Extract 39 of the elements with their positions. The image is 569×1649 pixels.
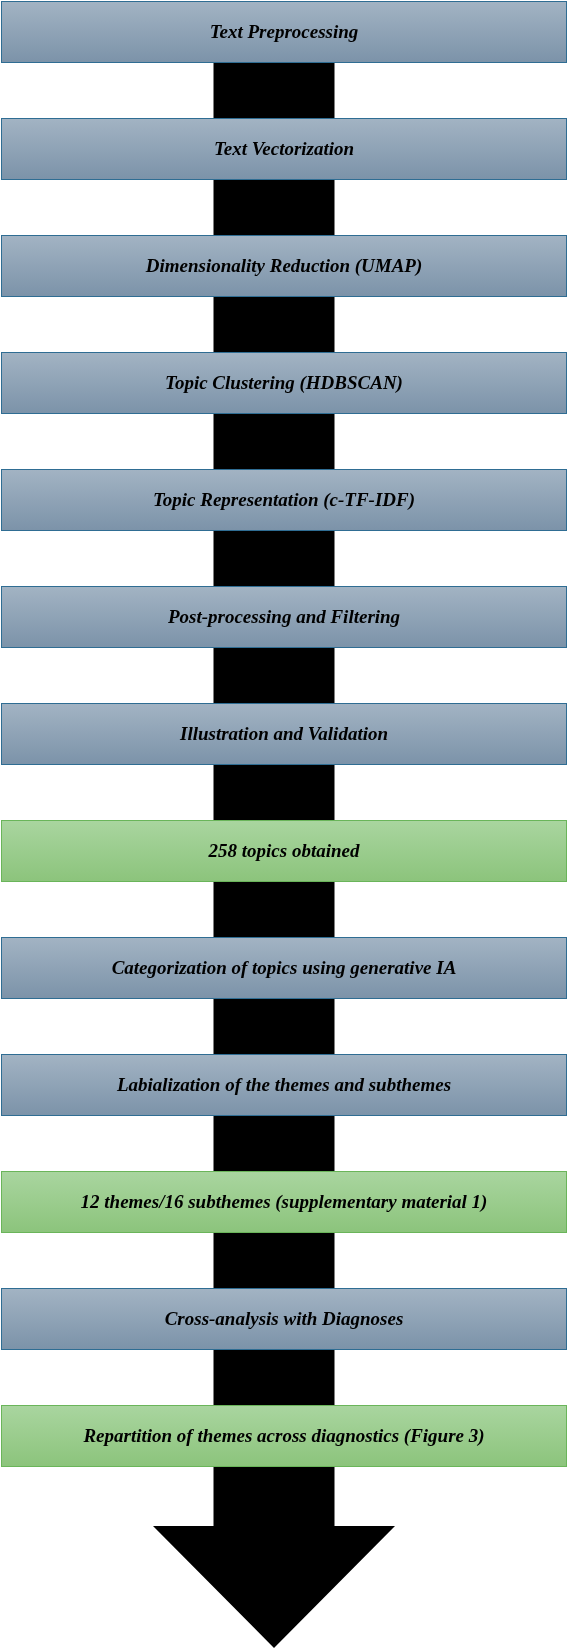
connector-bar bbox=[213, 297, 335, 352]
process-box bbox=[1, 1054, 567, 1116]
connector-bar bbox=[213, 1233, 335, 1288]
step-label: 258 topics obtained bbox=[207, 840, 361, 862]
process-box bbox=[1, 586, 567, 648]
step-label: Text Preprocessing bbox=[208, 21, 360, 43]
process-box bbox=[1, 118, 567, 180]
step-label: Illustration and Validation bbox=[179, 723, 389, 745]
process-box bbox=[1, 937, 567, 999]
process-box bbox=[1, 469, 567, 531]
step-label: Topic Clustering (HDBSCAN) bbox=[164, 372, 404, 394]
arrow bbox=[153, 1467, 395, 1648]
process-box bbox=[1, 703, 567, 765]
result-box bbox=[1, 820, 567, 882]
step-label: Text Vectorization bbox=[212, 138, 356, 160]
step-label: Repartition of themes across diagnostics (Figure 3) bbox=[82, 1425, 486, 1447]
process-box bbox=[1, 235, 567, 297]
step-label: Dimensionality Reduction (UMAP) bbox=[144, 255, 424, 277]
step-label: Cross-analysis with Diagnoses bbox=[163, 1308, 405, 1330]
step-label: Topic Representation (c-TF-IDF) bbox=[151, 489, 417, 511]
connector-bar bbox=[213, 765, 335, 820]
connector-bar bbox=[213, 648, 335, 703]
step-label: Labialization of the themes and subthemes bbox=[115, 1074, 453, 1096]
connector-bar bbox=[213, 882, 335, 937]
step-label: Categorization of topics using generative IA bbox=[110, 957, 458, 979]
connector-bar bbox=[213, 63, 335, 118]
step-label: Post-processing and Filtering bbox=[166, 606, 402, 628]
connector-bar bbox=[213, 180, 335, 235]
result-box bbox=[1, 1405, 567, 1467]
connector-bar bbox=[213, 414, 335, 469]
process-box bbox=[1, 1, 567, 63]
connector-bar bbox=[213, 1116, 335, 1171]
connector-bar bbox=[213, 531, 335, 586]
result-box bbox=[1, 1171, 567, 1233]
connector-bar bbox=[213, 1350, 335, 1405]
connector-bar bbox=[213, 999, 335, 1054]
process-box bbox=[1, 1288, 567, 1350]
process-box bbox=[1, 352, 567, 414]
step-label: 12 themes/16 subthemes (supplementary material 1) bbox=[79, 1191, 489, 1213]
